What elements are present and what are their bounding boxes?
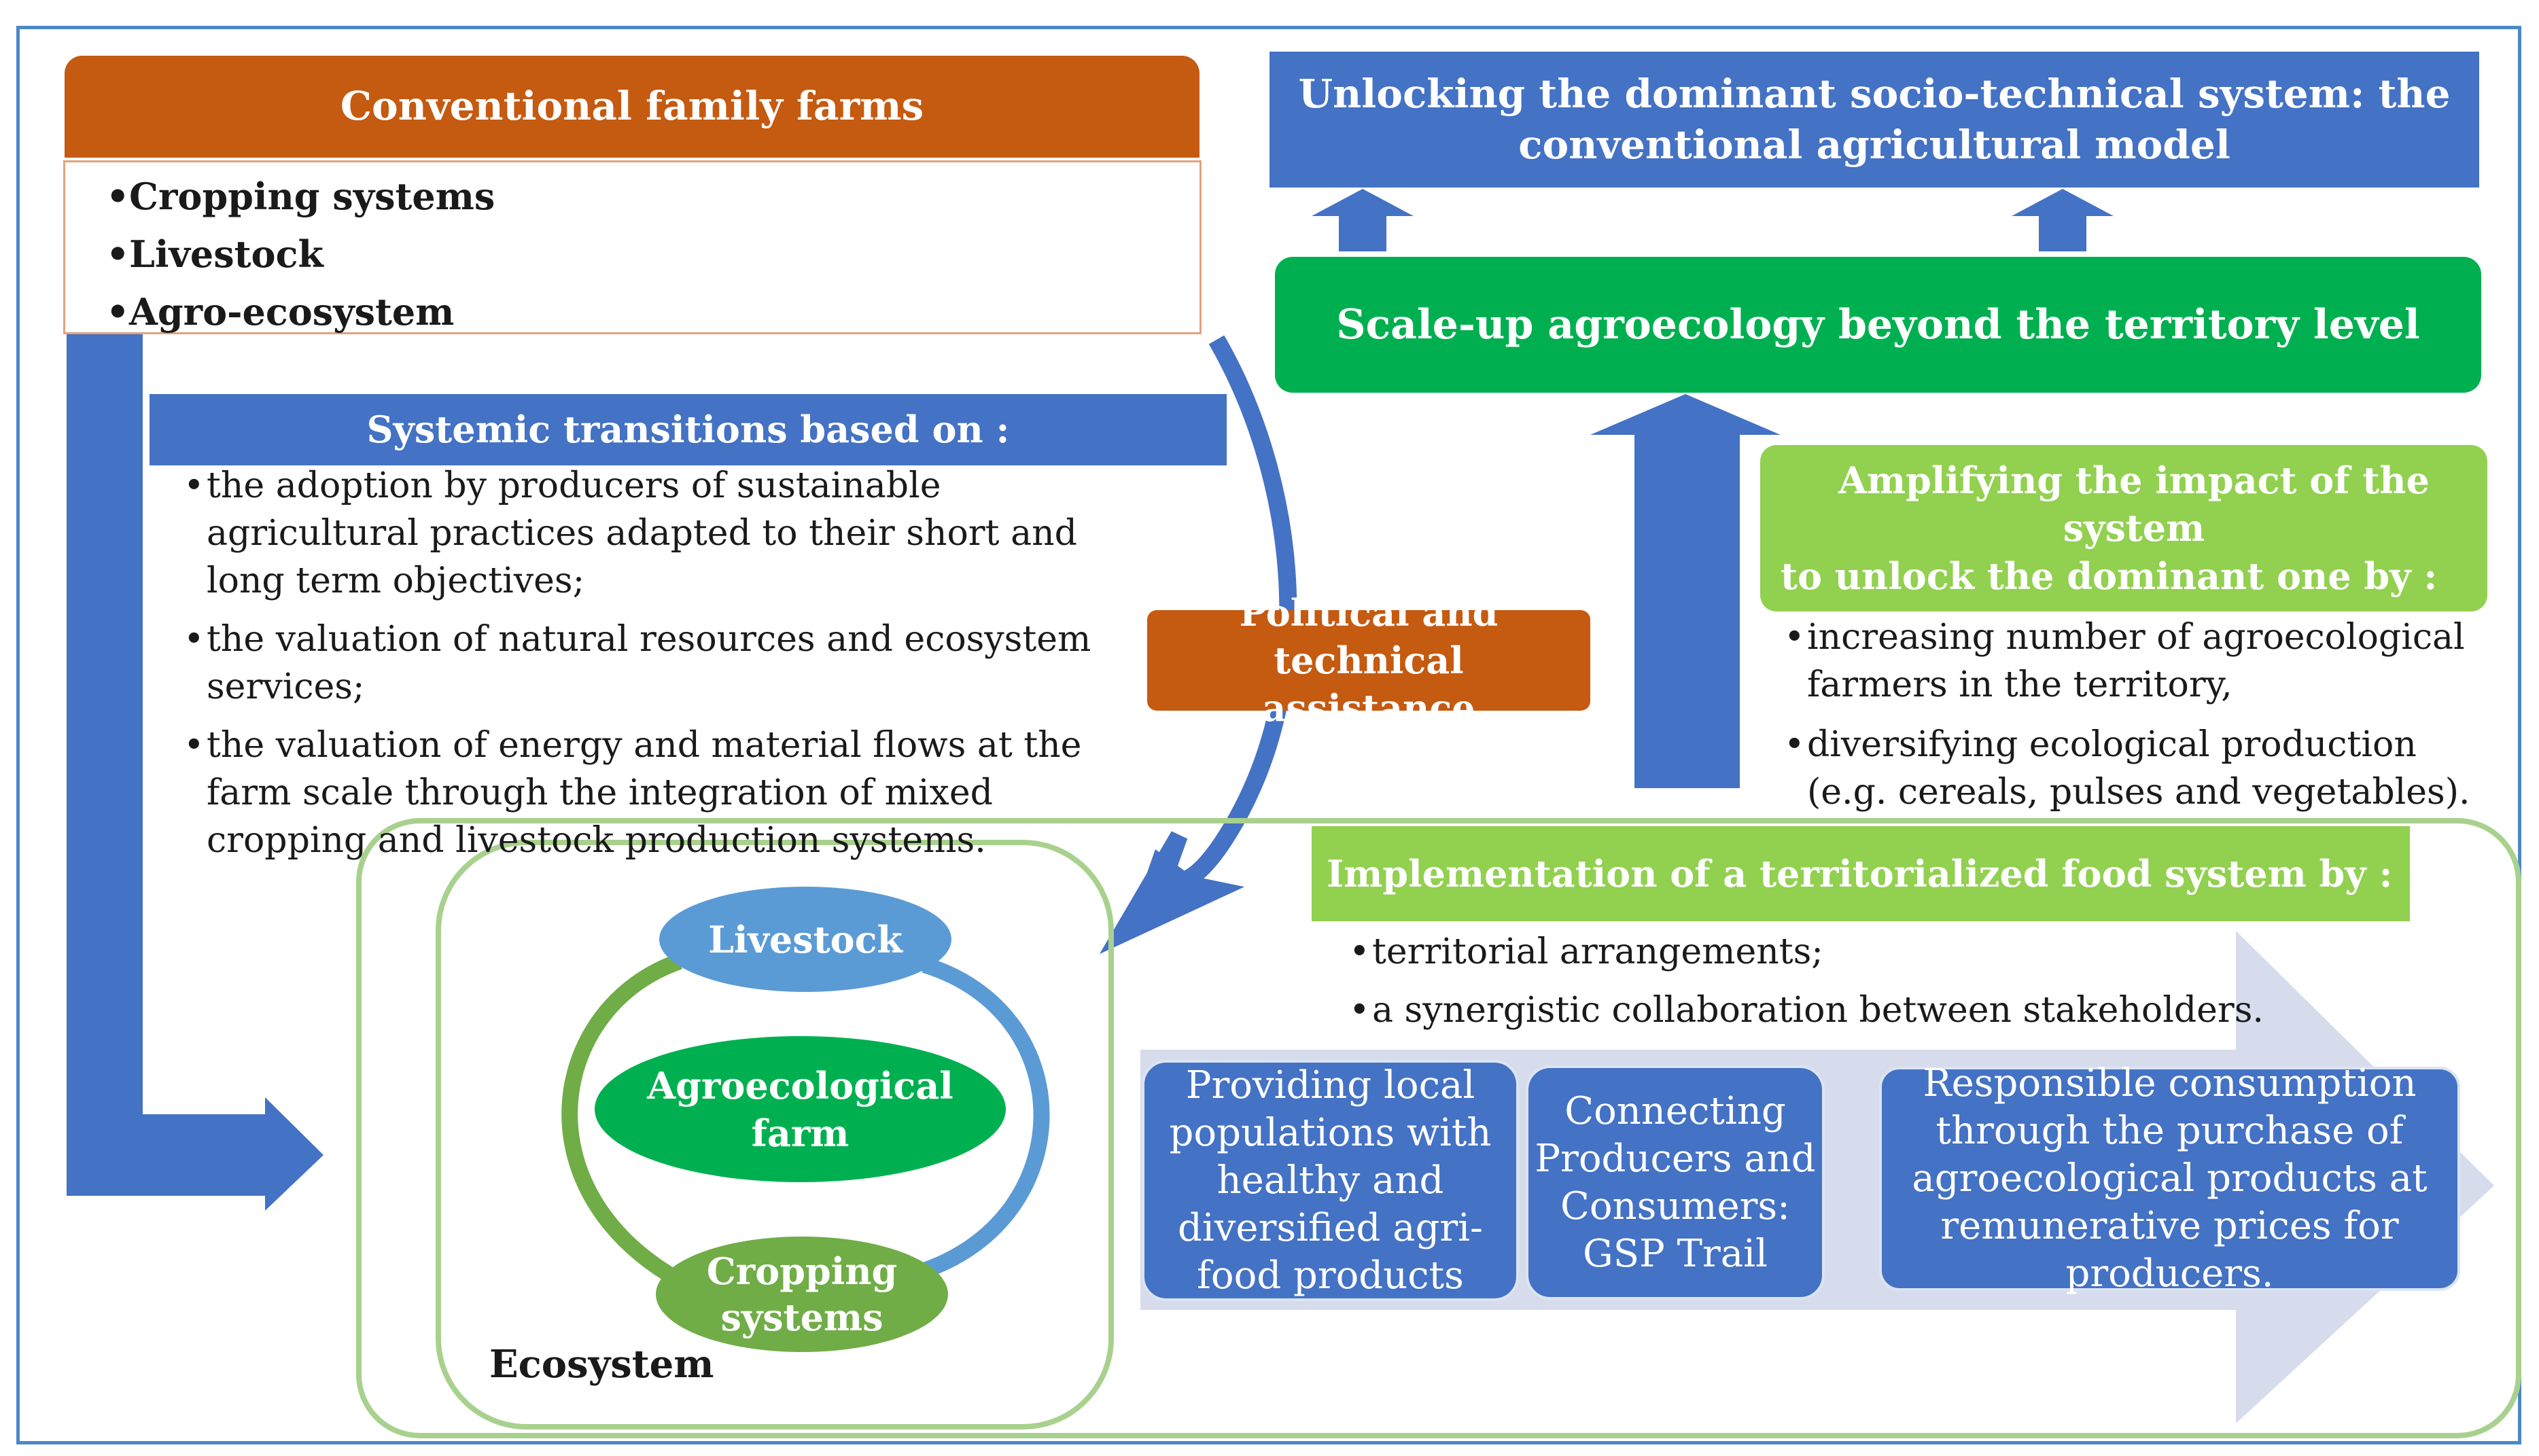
farm-line1: Agroecological	[647, 1063, 953, 1107]
farm-line2: farm	[751, 1111, 850, 1155]
small-up-arrow-left	[1312, 189, 1414, 251]
amplifying-item: increasing number of agroecological farm…	[1784, 614, 2491, 709]
amplifying-list: increasing number of agroecological farm…	[1784, 614, 2491, 816]
curved-arrowhead	[1125, 849, 1220, 936]
livestock-ellipse: Livestock	[659, 887, 951, 992]
ecosystem-label: Ecosystem	[489, 1342, 714, 1387]
implementation-item: a synergistic collaboration between stak…	[1349, 981, 2504, 1040]
large-up-arrow	[1590, 394, 1781, 788]
farm-ellipse: Agroecological farm	[595, 1036, 1006, 1182]
assistance-line2: assistance	[1262, 686, 1475, 730]
unlocking-line1: Unlocking the dominant socio-technical s…	[1298, 70, 2451, 117]
systemic-title: Systemic transitions based on :	[150, 394, 1227, 465]
farms-title: Conventional family farms	[65, 56, 1200, 158]
outer-frame	[16, 26, 2521, 1444]
assistance-box: Political and technical assistance	[1147, 591, 1590, 730]
implementation-item: territorial arrangements;	[1349, 923, 2504, 981]
implementation-title: Implementation of a territorialized food…	[1312, 826, 2410, 921]
box-connecting: Connecting Producers and Consumers: GSP …	[1526, 1065, 1825, 1300]
left-l-arrow	[67, 334, 323, 1211]
cycle-ring-right	[922, 957, 1050, 1279]
amplifying-line2: to unlock the dominant one by :	[1781, 554, 2438, 598]
cropping-line1: Cropping	[706, 1249, 898, 1293]
amplifying-item: diversifying ecological production (e.g.…	[1784, 721, 2491, 816]
implementation-list: territorial arrangements; a synergistic …	[1349, 923, 2504, 1040]
farms-item: Livestock	[106, 226, 1200, 283]
box-responsible: Responsible consumption through the purc…	[1879, 1061, 2460, 1296]
ecosystem-outer	[356, 818, 2521, 1438]
unlocking-box: Unlocking the dominant socio-technical s…	[1270, 52, 2479, 188]
systemic-item: the valuation of energy and material flo…	[183, 722, 1149, 864]
cycle-ring-left	[561, 953, 684, 1288]
farms-list: Cropping systems Livestock Agro-ecosyste…	[63, 160, 1202, 341]
box-providing: Providing local populations with healthy…	[1142, 1060, 1519, 1301]
systemic-item: the adoption by producers of sustainable…	[183, 462, 1149, 605]
farms-item: Cropping systems	[106, 168, 1200, 226]
unlocking-line2: conventional agricultural model	[1518, 122, 2230, 168]
farms-item: Agro-ecosystem	[106, 283, 1200, 341]
cropping-line2: systems	[720, 1296, 883, 1339]
amplifying-box: Amplifying the impact of the system to u…	[1760, 445, 2487, 611]
amplifying-line1: Amplifying the impact of the system	[1838, 459, 2430, 550]
cropping-ellipse: Cropping systems	[656, 1237, 948, 1352]
systemic-list: the adoption by producers of sustainable…	[183, 462, 1149, 864]
systemic-item: the valuation of natural resources and e…	[183, 616, 1149, 711]
assistance-line1: Political and technical	[1239, 590, 1499, 682]
scaleup-box: Scale-up agroecology beyond the territor…	[1275, 257, 2481, 393]
small-up-arrow-right	[2012, 189, 2114, 251]
